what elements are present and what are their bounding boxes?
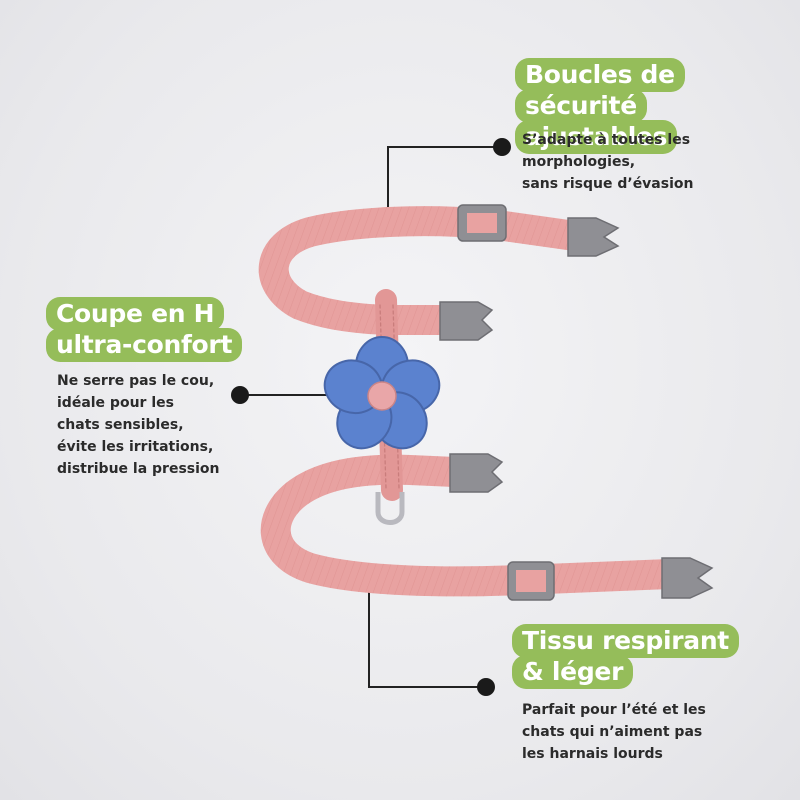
fabric-feature-title: Tissu respirant & léger (512, 624, 739, 689)
h-cut-title-line1: Coupe en H (46, 297, 225, 331)
flower-icon (323, 336, 441, 450)
buckles-callout-dot (493, 138, 511, 156)
fabric-title-line1: Tissu respirant (512, 624, 739, 658)
fabric-callout-line (368, 585, 486, 688)
buckles-callout-line (387, 146, 502, 222)
clip-buckle-bottom (661, 557, 714, 599)
h-cut-callout-dot (231, 386, 249, 404)
buckles-title-line2: ajustables (515, 120, 678, 154)
fabric-feature-description: Parfait pour l’été et les chats qui n’ai… (522, 702, 706, 762)
fabric-callout-dot (477, 678, 495, 696)
buckles-feature-title: Boucles de sécurité ajustables (515, 58, 800, 154)
fabric-title-line2: & léger (512, 655, 634, 689)
h-cut-feature-title: Coupe en H ultra-confort (46, 297, 243, 362)
clip-buckle-top (567, 217, 620, 257)
h-cut-title-line2: ultra-confort (46, 328, 243, 362)
callout-lines (240, 146, 502, 688)
clip-buckle-lower-center (449, 453, 504, 493)
callout-dots (231, 138, 511, 696)
clip-buckle-upper-center (439, 301, 494, 341)
h-cut-feature-description: Ne serre pas le cou, idéale pour les cha… (57, 373, 220, 477)
buckle-icons (439, 204, 714, 601)
buckles-title-line1: Boucles de sécurité (515, 58, 685, 123)
buckles-feature-description: S’adapte à toutes les morphologies, sans… (522, 132, 694, 192)
d-ring-icon (375, 492, 405, 525)
